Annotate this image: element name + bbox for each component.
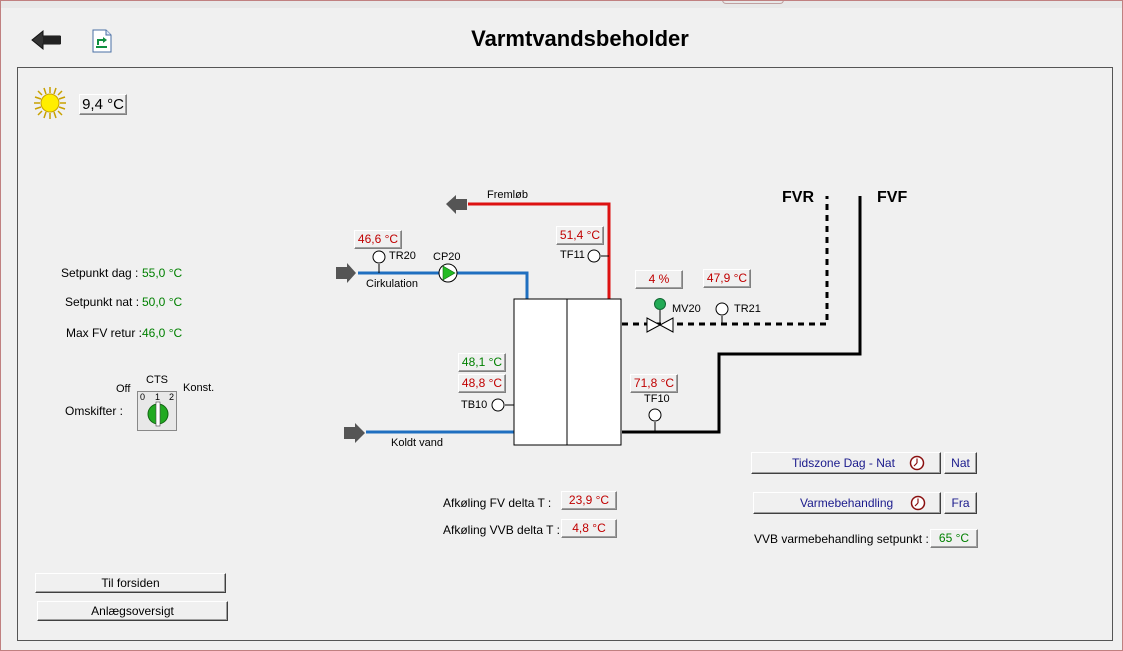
tr21-value: 47,9 °C — [703, 269, 751, 288]
setpunkt-dag-value: 55,0 °C — [142, 266, 183, 280]
tr20-value: 46,6 °C — [354, 230, 402, 249]
omskifter-label: Omskifter : — [65, 404, 124, 418]
clock-icon — [909, 455, 925, 471]
tr20-sensor-icon — [372, 250, 386, 264]
tf10-value: 71,8 °C — [630, 374, 678, 393]
fremlob-label: Fremløb — [487, 189, 528, 201]
document-refresh-icon — [92, 29, 112, 53]
vvb-setpoint-value[interactable]: 65 °C — [930, 529, 978, 548]
switch-pos2: 2 — [169, 392, 175, 402]
switch-cts-label: CTS — [146, 374, 168, 386]
window-top-strip — [0, 0, 1123, 8]
switch-pos0: 0 — [140, 392, 146, 402]
flow-pipe — [468, 202, 611, 299]
fvr-pipe — [622, 196, 829, 326]
tb10-sensor-icon — [491, 398, 505, 412]
circulation-inlet-arrow-icon — [336, 263, 356, 283]
til-forsiden-button[interactable]: Til forsiden — [35, 573, 226, 593]
cold-water-inlet-arrow-icon — [344, 423, 365, 443]
fvr-label: FVR — [782, 189, 814, 206]
tidszone-button[interactable]: Tidszone Dag - Nat — [751, 452, 941, 474]
back-button[interactable] — [30, 28, 64, 52]
vvb-setpoint-label: VVB varmebehandling setpunkt : — [754, 532, 929, 546]
tf10-sensor-icon — [648, 408, 662, 422]
flow-outlet-arrow-icon — [446, 195, 467, 214]
setpunkt-dag-label: Setpunkt dag : — [61, 266, 139, 280]
fvf-label: FVF — [877, 189, 908, 206]
tf10-label: TF10 — [644, 393, 670, 405]
varmebehandling-state-button[interactable]: Fra — [944, 492, 977, 514]
tb10-value-a: 48,1 °C — [458, 353, 506, 372]
switch-off-label: Off — [116, 383, 131, 395]
cp20-label: CP20 — [433, 251, 461, 263]
tb10-value-b: 48,8 °C — [458, 374, 506, 393]
cirkulation-label: Cirkulation — [366, 278, 418, 290]
tf11-label: TF11 — [560, 249, 585, 261]
mode-selector-switch[interactable]: 0 1 2 — [137, 391, 177, 431]
clock-icon — [910, 495, 926, 511]
koldt-vand-label: Koldt vand — [391, 437, 443, 449]
back-arrow-icon — [31, 29, 61, 51]
page-title: Varmtvandsbeholder — [471, 26, 689, 51]
afkoling-vvb-value: 4,8 °C — [561, 519, 617, 538]
fvf-pipe — [622, 196, 862, 434]
tr21-label: TR21 — [734, 303, 761, 315]
tidszone-state-button[interactable]: Nat — [944, 452, 977, 474]
switch-pos1: 1 — [155, 392, 161, 402]
afkoling-vvb-label: Afkøling VVB delta T : — [443, 523, 560, 537]
refresh-document-button[interactable] — [91, 29, 113, 53]
tf11-value: 51,4 °C — [556, 226, 604, 245]
tidszone-label: Tidszone Dag - Nat — [792, 456, 895, 470]
sun-icon — [33, 86, 67, 120]
outdoor-temp-value: 9,4 °C — [79, 94, 127, 115]
tf11-sensor-icon — [587, 249, 601, 263]
afkoling-fv-value: 23,9 °C — [561, 491, 617, 510]
setpunkt-nat-value: 50,0 °C — [142, 295, 183, 309]
max-fv-retur-label: Max FV retur : — [66, 326, 143, 340]
switch-konst-label: Konst. — [183, 382, 215, 394]
tb10-label: TB10 — [461, 399, 488, 411]
circulation-pipe — [358, 271, 529, 299]
varmebehandling-button[interactable]: Varmebehandling — [753, 492, 941, 514]
setpunkt-nat-label: Setpunkt nat : — [65, 295, 140, 309]
mv20-value: 4 % — [635, 270, 683, 289]
anlaegsoversigt-button[interactable]: Anlægsoversigt — [37, 601, 228, 621]
mv20-label: MV20 — [672, 303, 701, 315]
max-fv-retur-value: 46,0 °C — [142, 326, 183, 340]
tr20-label: TR20 — [389, 250, 416, 262]
tr21-sensor-icon — [715, 302, 729, 316]
varmebehandling-label: Varmebehandling — [800, 496, 894, 510]
rotary-switch-icon — [137, 391, 177, 431]
mv20-valve-icon — [646, 298, 674, 333]
afkoling-fv-label: Afkøling FV delta T : — [443, 496, 552, 510]
